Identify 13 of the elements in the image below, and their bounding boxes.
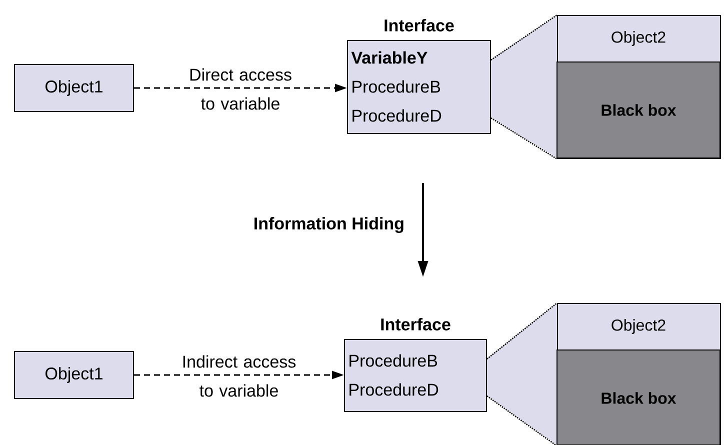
object-box: Object1 [14, 64, 134, 112]
interface-box: Interface VariableY ProcedureB ProcedureD [347, 19, 491, 134]
projection-line [486, 302, 558, 360]
object-box: Object1 [14, 351, 134, 399]
node-label: Interface [384, 18, 454, 32]
edge-label: Direct access to variable [190, 68, 292, 110]
edge-label: Indirect access to variable [183, 355, 296, 397]
projection-line [490, 14, 558, 61]
projection-line [490, 117, 558, 160]
interface-box: Interface ProcedureB ProcedureD [344, 318, 487, 412]
transition-label: Information Hiding [254, 217, 404, 233]
node-label: Interface [381, 318, 450, 330]
projection-line [486, 395, 558, 445]
